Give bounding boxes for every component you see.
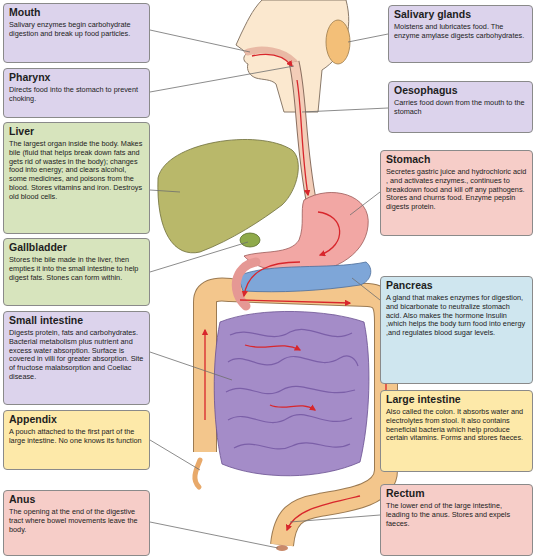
- leader-lines: [150, 30, 394, 548]
- oesophagus: [294, 62, 312, 205]
- callout-box: Salivary glandsMoistens and lubricates f…: [388, 5, 533, 63]
- organ-heading: Gallbladder: [9, 241, 144, 254]
- organ-description: Salivary enzymes begin carbohydrate dige…: [9, 21, 144, 39]
- organ-description: A gland that makes enzymes for digestion…: [386, 294, 527, 338]
- callout-box: RectumThe lower end of the large intesti…: [380, 484, 533, 556]
- leader-line: [150, 30, 250, 52]
- gallbladder: [240, 233, 260, 247]
- leader-line: [150, 440, 200, 470]
- organ-description: The largest organ inside the body. Makes…: [9, 140, 144, 202]
- callout-box: LiverThe largest organ inside the body. …: [3, 122, 150, 234]
- organ-heading: Salivary glands: [394, 8, 527, 21]
- duodenum: [236, 262, 256, 306]
- callout-box: AnusThe opening at the end of the digest…: [3, 490, 150, 556]
- callout-box: MouthSalivary enzymes begin carbohydrate…: [3, 3, 150, 63]
- small-intestine: [214, 311, 369, 475]
- organ-heading: Stomach: [386, 153, 527, 166]
- callout-box: OesophagusCarries food down from the mou…: [388, 81, 533, 133]
- organ-description: Digests protein, fats and carbohydrates.…: [9, 329, 144, 382]
- callout-box: Large intestineAlso called the colon. It…: [380, 390, 533, 472]
- organ-description: Moistens and lubricates food. The enzyme…: [394, 23, 527, 41]
- leader-line: [352, 278, 380, 300]
- flow-arrow: [270, 405, 315, 410]
- organ-description: Directs food into the stomach to prevent…: [9, 86, 144, 104]
- organ-heading: Anus: [9, 493, 144, 506]
- leader-line: [150, 66, 294, 92]
- organ-heading: Pancreas: [386, 279, 527, 292]
- oesophagus: [294, 62, 312, 205]
- callout-box: GallbladderStores the bile made in the l…: [3, 238, 150, 306]
- callout-box: StomachSecretes gastric juice and hydroc…: [380, 150, 533, 236]
- callout-box: Appendix A pouch attached to the first pa…: [3, 410, 150, 470]
- flow-arrow: [318, 212, 340, 255]
- organ-heading: Mouth: [9, 6, 144, 19]
- leader-line: [150, 522, 278, 548]
- large-intestine: [205, 289, 386, 545]
- callout-box: PharynxDirects food into the stomach to …: [3, 68, 150, 118]
- organ-heading: Large intestine: [386, 393, 527, 406]
- liver: [158, 139, 298, 252]
- organ-heading: Small intestine: [9, 314, 144, 327]
- pancreas: [238, 262, 371, 292]
- organ-description: A pouch attached to the first part of th…: [9, 428, 144, 446]
- leader-line: [350, 192, 380, 215]
- flow-arrow: [252, 54, 292, 66]
- callout-box: Small intestineDigests protein, fats and…: [3, 311, 150, 405]
- organ-heading: Oesophagus: [394, 84, 527, 97]
- intestine-coils: [226, 329, 358, 448]
- organ-heading: Appendix: [9, 413, 144, 426]
- flow-arrow: [204, 330, 205, 420]
- large-intestine: [205, 289, 386, 545]
- organ-heading: Pharynx: [9, 71, 144, 84]
- leader-line: [150, 190, 180, 192]
- organ-description: Carries food down from the mouth to the …: [394, 99, 527, 117]
- organ-description: The lower end of the large intestine, le…: [386, 502, 527, 528]
- organ-description: The opening at the end of the digestive …: [9, 508, 144, 534]
- leader-line: [150, 352, 232, 380]
- leader-line: [290, 515, 380, 522]
- leader-line: [348, 34, 388, 42]
- organ-description: Stores the bile made in the liver, then …: [9, 256, 144, 282]
- flow-arrow: [245, 345, 300, 350]
- flow-arrow: [287, 496, 360, 530]
- organ-heading: Liver: [9, 125, 144, 138]
- leader-line: [302, 108, 388, 112]
- organ-description: Secretes gastric juice and hydrochloric …: [386, 168, 527, 212]
- salivary-gland: [326, 20, 350, 64]
- organ-heading: Rectum: [386, 487, 527, 500]
- appendix: [195, 460, 200, 487]
- callout-box: Pancreas A gland that makes enzymes for d…: [380, 276, 533, 384]
- leader-line: [150, 242, 248, 272]
- flow-arrow: [244, 262, 300, 296]
- flow-arrow: [240, 300, 350, 303]
- flow-arrow: [297, 80, 308, 195]
- organ-description: Also called the colon. It absorbs water …: [386, 408, 527, 443]
- stomach: [244, 192, 368, 273]
